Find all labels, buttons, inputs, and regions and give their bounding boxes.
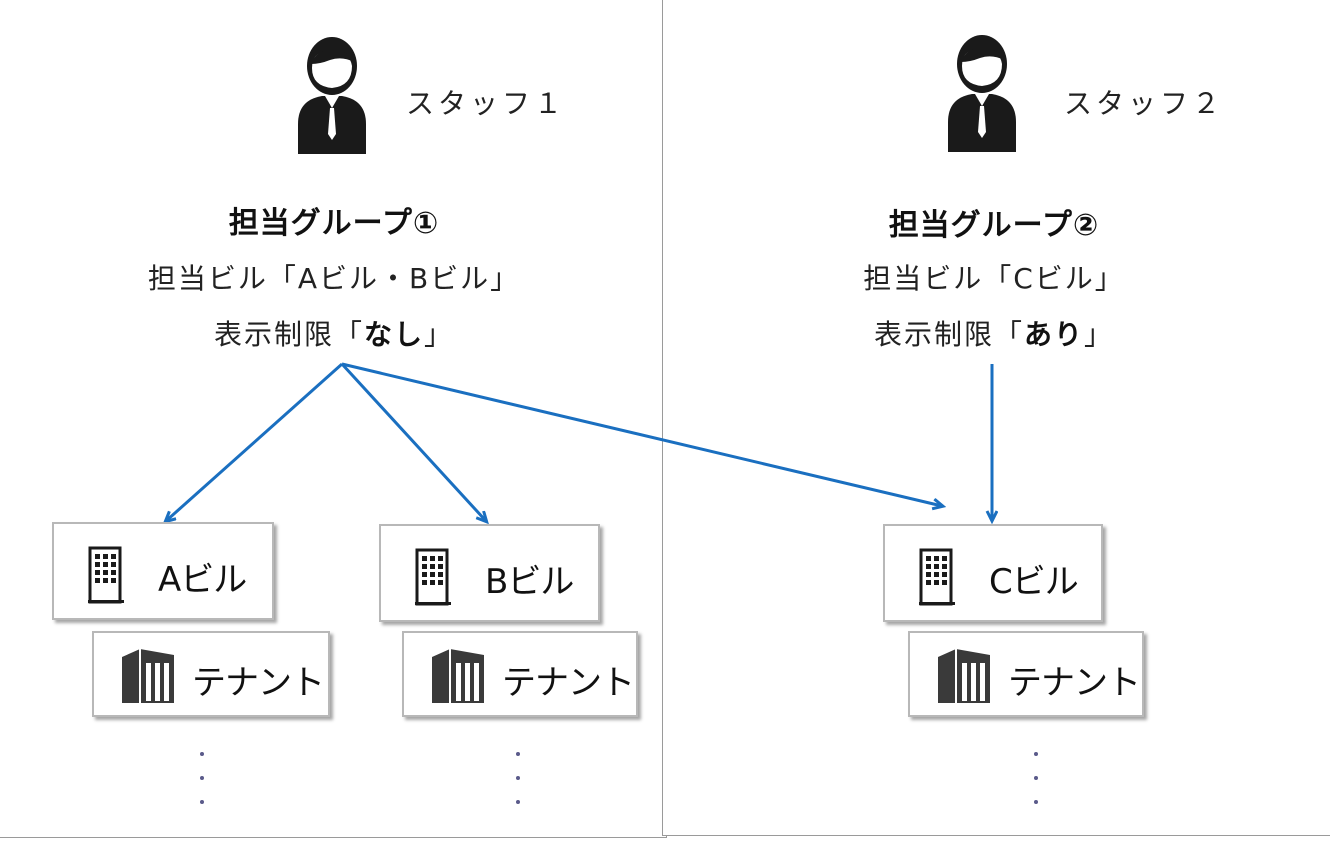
building-box-b: Bビル bbox=[379, 524, 600, 622]
person-with-tie-icon bbox=[298, 37, 366, 154]
staff-name-2: スタッフ２ bbox=[1064, 87, 1225, 120]
tenant-box-a: テナント bbox=[92, 631, 330, 717]
group-buildings-2: 担当ビル「Cビル」 bbox=[863, 262, 1125, 295]
office-building-icon bbox=[88, 546, 124, 604]
building-box-a: Aビル bbox=[52, 522, 274, 620]
continuation-dots-c bbox=[1034, 752, 1040, 824]
group-title-1: 担当グループ① bbox=[228, 206, 440, 241]
group-restriction-1: 表示制限「なし」 bbox=[213, 318, 455, 351]
building-label-c: Cビル bbox=[989, 562, 1079, 602]
group-restriction-2: 表示制限「あり」 bbox=[873, 318, 1115, 351]
office-building-icon bbox=[415, 548, 451, 606]
tenant-label-a: テナント bbox=[192, 663, 325, 703]
tenant-building-icon bbox=[432, 649, 484, 703]
person-with-tie-icon bbox=[948, 35, 1016, 152]
tenant-label-c: テナント bbox=[1008, 663, 1141, 703]
tenant-building-icon bbox=[122, 649, 174, 703]
building-box-c: Cビル bbox=[883, 524, 1103, 622]
tenant-box-b: テナント bbox=[402, 631, 638, 717]
building-label-b: Bビル bbox=[485, 562, 574, 602]
restriction-value-1: なし bbox=[363, 318, 424, 351]
restriction-value-2: あり bbox=[1023, 318, 1084, 351]
continuation-dots-a bbox=[200, 752, 206, 824]
building-label-a: Aビル bbox=[158, 560, 247, 600]
staff-name-1: スタッフ１ bbox=[406, 87, 567, 120]
office-building-icon bbox=[919, 548, 955, 606]
tenant-building-icon bbox=[938, 649, 990, 703]
group-title-2: 担当グループ② bbox=[888, 208, 1100, 243]
tenant-box-c: テナント bbox=[908, 631, 1144, 717]
continuation-dots-b bbox=[516, 752, 522, 824]
tenant-label-b: テナント bbox=[502, 663, 635, 703]
group-buildings-1: 担当ビル「Aビル・Bビル」 bbox=[147, 262, 521, 295]
